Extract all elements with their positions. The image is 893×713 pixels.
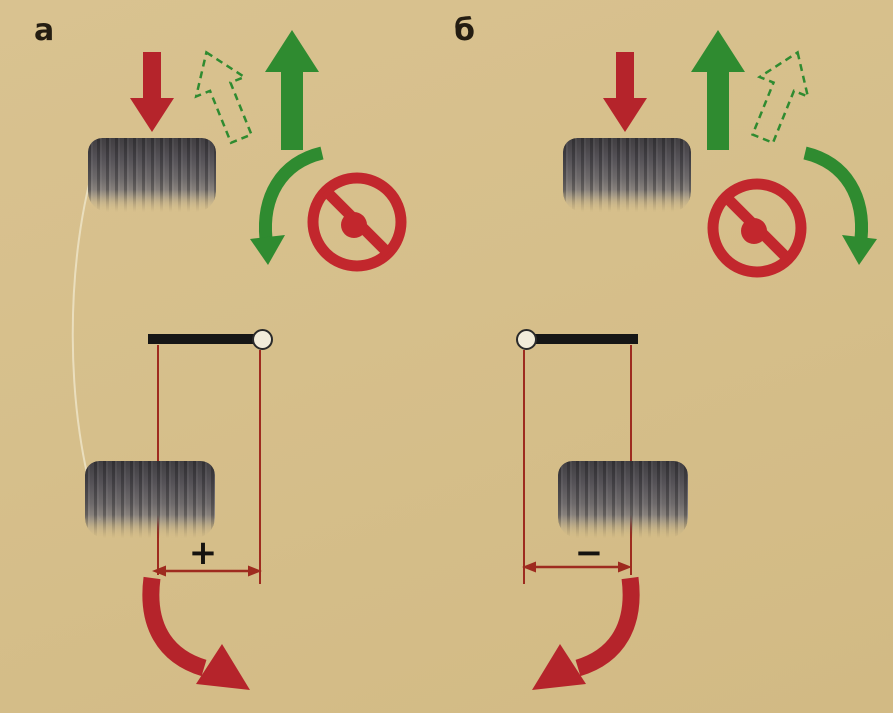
offset-sign-negative: − (574, 533, 604, 573)
down-arrow-red-icon (130, 52, 174, 132)
pivot-joint (252, 329, 273, 350)
pivot-joint (516, 329, 537, 350)
trail-line-right (259, 350, 261, 584)
rotation-arrow-green-icon (803, 146, 877, 265)
tire-top (563, 138, 691, 212)
rotation-arrow-green-icon (250, 146, 324, 265)
panel-a: а (0, 0, 446, 713)
tire-top (88, 138, 216, 212)
pivot-bar (148, 334, 266, 344)
up-arrow-green-icon (265, 30, 319, 150)
tire-bottom (85, 461, 215, 538)
swing-arrow-red-icon (532, 576, 640, 690)
trail-line-left (523, 350, 525, 584)
dashed-up-arrow-green-icon (750, 50, 810, 145)
panel-label-b: б (454, 13, 475, 48)
panel-label-a: а (34, 13, 55, 48)
trail-extent-arrow-icon (522, 561, 632, 573)
offset-sign-positive: + (188, 533, 218, 573)
no-sign-icon (307, 172, 407, 272)
trail-line-left (157, 345, 159, 575)
tire-bottom (558, 461, 688, 538)
no-sign-icon (707, 178, 807, 278)
pivot-bar (524, 334, 638, 344)
up-arrow-green-icon (691, 30, 745, 150)
down-arrow-red-icon (603, 52, 647, 132)
trail-line-right (630, 345, 632, 575)
dashed-up-arrow-green-icon (194, 50, 254, 145)
panel-b: б (446, 0, 893, 713)
swing-arrow-red-icon (142, 576, 250, 690)
trail-extent-arrow-icon (152, 565, 262, 577)
